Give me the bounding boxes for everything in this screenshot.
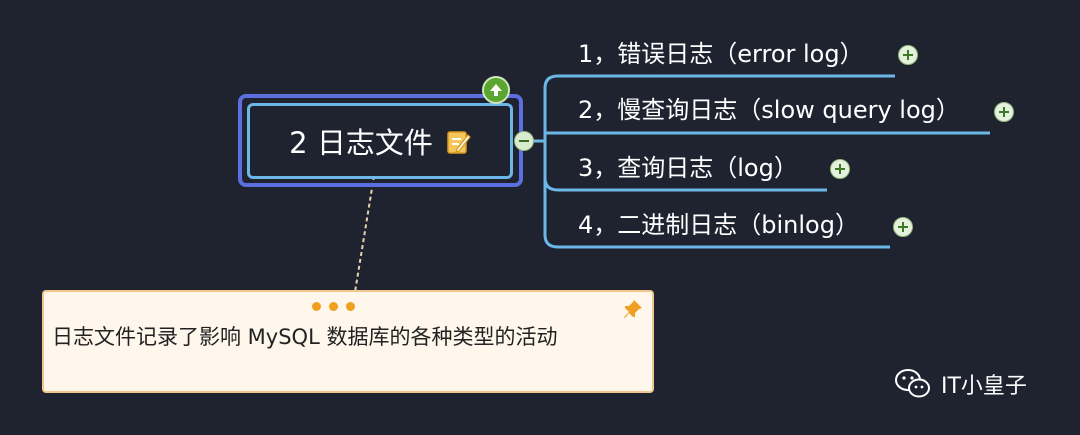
expand-plus-icon[interactable] [893,217,913,237]
watermark: IT小皇子 [895,368,1027,400]
expand-plus-icon[interactable] [830,159,850,179]
note-drag-handle[interactable] [312,302,355,311]
branch-line-4 [543,178,890,249]
expand-plus-icon[interactable] [994,102,1014,122]
subtopic-binlog[interactable]: 4，二进制日志（binlog） [578,211,859,239]
subtopic-error-log[interactable]: 1，错误日志（error log） [578,40,864,68]
note-text: 日志文件记录了影响 MySQL 数据库的各种类型的活动 [52,325,558,349]
edit-note-icon[interactable] [447,128,471,154]
topic-note[interactable]: 日志文件记录了影响 MySQL 数据库的各种类型的活动 [42,290,654,393]
wechat-icon [895,368,931,400]
note-connector [354,175,375,293]
subtopic-slow-query-log[interactable]: 2，慢查询日志（slow query log） [578,96,960,124]
central-topic-title: 2 日志文件 [289,126,433,160]
collapse-branch-icon[interactable] [514,131,534,151]
watermark-text: IT小皇子 [941,374,1027,399]
pin-icon[interactable] [622,298,644,320]
arrow-up-icon[interactable] [482,76,510,104]
central-topic[interactable]: 2 日志文件 [247,103,513,179]
branch-line-1 [543,74,895,141]
subtopic-query-log[interactable]: 3，查询日志（log） [578,154,798,182]
expand-plus-icon[interactable] [898,45,918,65]
